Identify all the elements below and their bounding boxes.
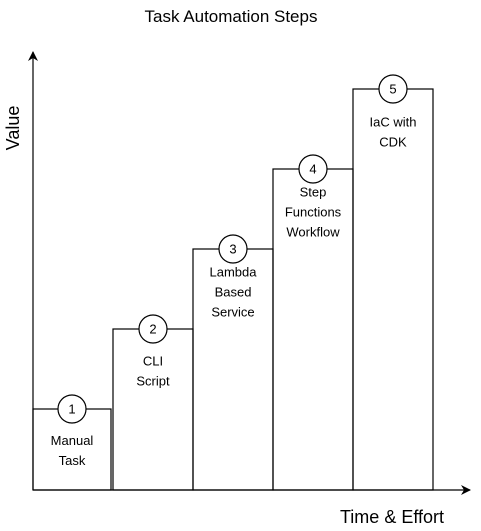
step-label-line: Functions <box>285 205 342 220</box>
y-axis-label: Value <box>3 106 23 151</box>
step-number-badge <box>218 234 248 264</box>
step-number-text: 5 <box>389 82 396 97</box>
step-number-badge <box>298 154 328 184</box>
step-label-line: CDK <box>379 135 407 150</box>
step-number-badge <box>57 394 87 424</box>
step-label-line: Step <box>300 185 327 200</box>
x-axis-label: Time & Effort <box>340 507 444 527</box>
step-label-line: Workflow <box>286 225 340 240</box>
step-label-line: IaC with <box>370 115 417 130</box>
step-number-text: 3 <box>229 242 236 257</box>
step-number-text: 4 <box>309 162 316 177</box>
step-number-badge <box>378 74 408 104</box>
step-label-line: Based <box>215 285 252 300</box>
step-2: CLI Script 2 <box>112 314 194 491</box>
diagram-title: Task Automation Steps <box>145 7 318 26</box>
step-label-line: CLI <box>143 354 163 369</box>
step-label-line: Script <box>136 374 170 389</box>
step-number-text: 2 <box>149 322 156 337</box>
step-number-badge <box>138 314 168 344</box>
step-label-line: Manual <box>51 433 94 448</box>
step-number-text: 1 <box>68 402 75 417</box>
step-label-line: Service <box>211 305 254 320</box>
step-label-line: Task <box>59 453 86 468</box>
step-label-line: Lambda <box>210 265 258 280</box>
